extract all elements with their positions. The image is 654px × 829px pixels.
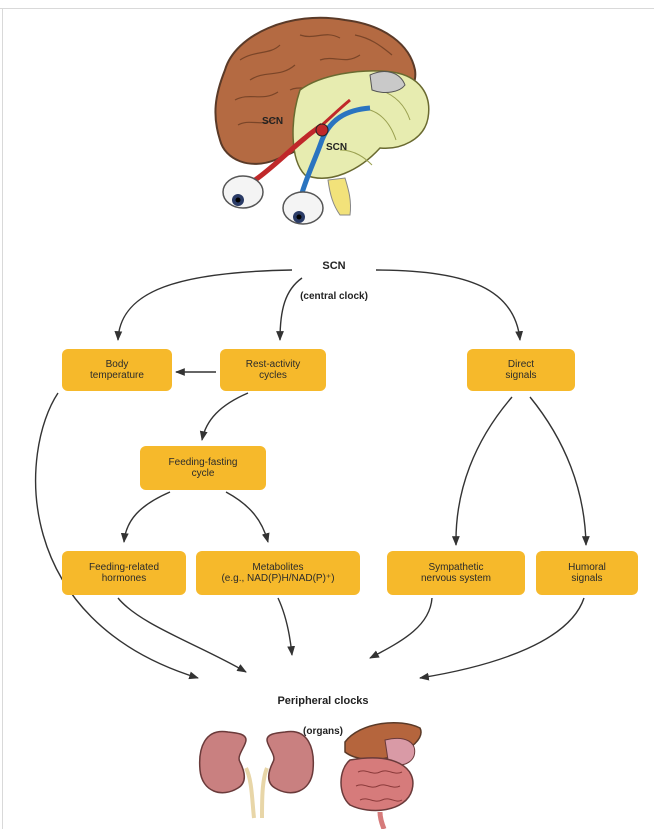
- left-kidney: [198, 730, 247, 794]
- arrow-body-temp-to-peripheral: [34, 392, 199, 680]
- left-border: [2, 8, 3, 829]
- arrow-scn-to-body-temp: [114, 269, 293, 341]
- peripheral-clocks-label: Peripheral clocks (organs): [248, 677, 398, 756]
- arrow-sympathetic-to-peripheral: [369, 597, 433, 659]
- right-kidney: [266, 730, 315, 794]
- central-clock-subtitle: (central clock): [300, 291, 368, 302]
- box-humoral: Humoral signals: [536, 551, 638, 595]
- arrows: [34, 269, 590, 681]
- arrow-direct-to-sympathetic: [451, 396, 513, 546]
- arrow-scn-to-direct-signals: [375, 269, 524, 341]
- arrow-scn-to-rest-activity: [276, 277, 303, 341]
- digestive-illustration: [340, 722, 422, 829]
- box-body-temperature: Body temperature: [62, 349, 172, 391]
- central-clock-title: SCN: [322, 260, 346, 272]
- box-feeding-hormones: Feeding-related hormones: [62, 551, 186, 595]
- intestine-shape: [340, 757, 414, 812]
- top-border: [0, 0, 654, 9]
- peripheral-clocks-title: Peripheral clocks: [277, 695, 369, 707]
- arrow-direct-to-humoral: [529, 396, 590, 546]
- scn-label-left: SCN: [262, 116, 284, 127]
- blue-nerve: [297, 105, 371, 201]
- box-metabolites: Metabolites (e.g., NAD(P)H/NAD(P)⁺): [196, 551, 360, 595]
- box-sympathetic: Sympathetic nervous system: [387, 551, 525, 595]
- arrow-feeding-to-metabolites: [225, 491, 270, 543]
- left-eye: [222, 175, 264, 209]
- scn-label-right: SCN: [326, 142, 348, 153]
- arrow-metabolites-to-peripheral: [277, 597, 296, 656]
- peripheral-clocks-subtitle: (organs): [303, 726, 343, 737]
- central-clock-label: SCN (central clock): [279, 242, 389, 321]
- right-eye: [282, 191, 324, 225]
- box-direct-signals: Direct signals: [467, 349, 575, 391]
- box-feeding-fasting: Feeding-fasting cycle: [140, 446, 266, 490]
- arrow-hormones-to-peripheral: [117, 597, 247, 673]
- box-rest-activity: Rest-activity cycles: [220, 349, 326, 391]
- arrow-humoral-to-peripheral: [419, 597, 585, 681]
- arrow-rest-to-feeding: [199, 392, 249, 441]
- cerebellum-shape: [369, 71, 406, 93]
- arrow-feeding-to-hormones: [120, 491, 171, 543]
- brain-illustration: [214, 16, 430, 225]
- brainstem-shape: [327, 177, 351, 216]
- kidneys-illustration: [198, 730, 315, 819]
